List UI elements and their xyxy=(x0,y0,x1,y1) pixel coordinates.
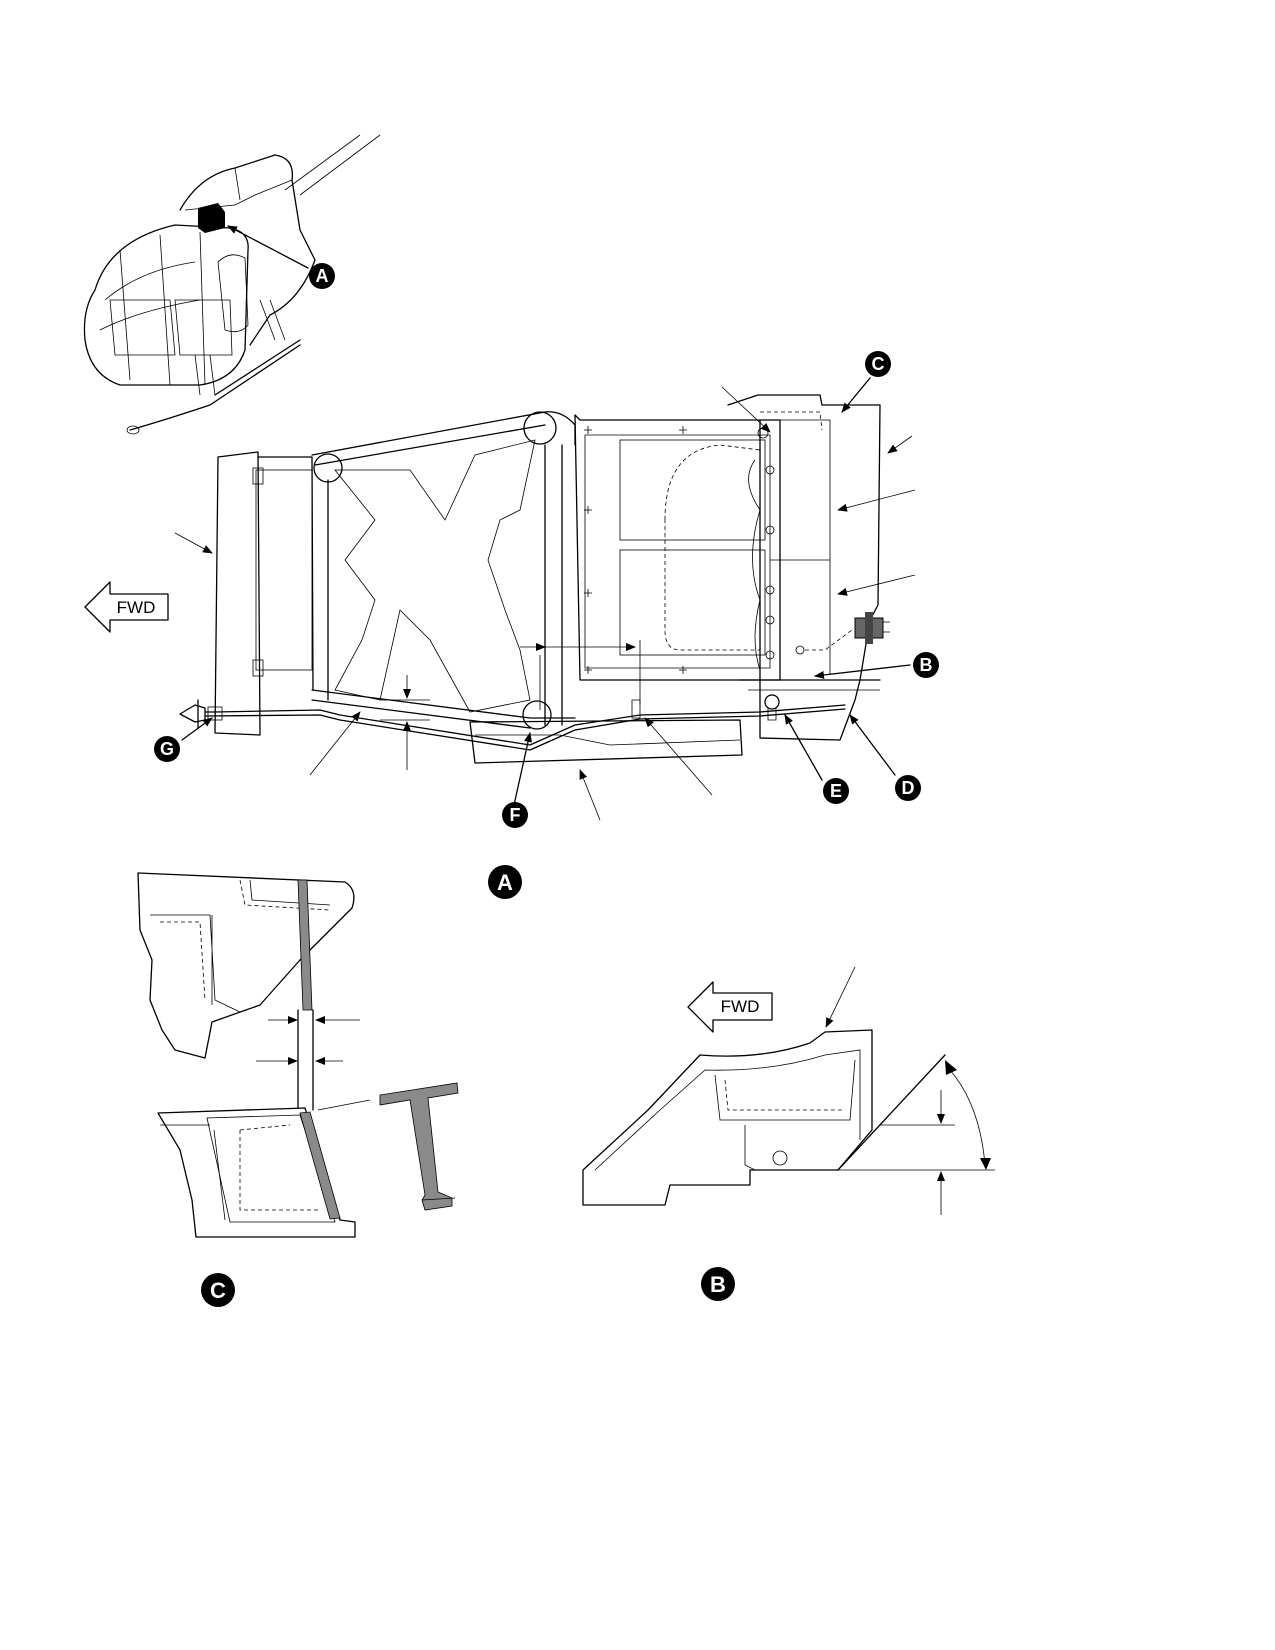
callout-g-main: G xyxy=(154,736,180,762)
fwd-arrow-detail-b: FWD xyxy=(687,981,773,1033)
main-view-a: FWD xyxy=(84,351,939,899)
callout-b-main: B xyxy=(913,652,939,678)
callout-d-label: D xyxy=(902,778,915,798)
fwd-arrow-main: FWD xyxy=(84,581,169,633)
callout-a-overview: A xyxy=(309,263,335,289)
callout-f-main: F xyxy=(502,802,528,828)
view-b-text: B xyxy=(710,1272,726,1297)
callout-b-label: B xyxy=(920,655,933,675)
view-a-label: A xyxy=(488,865,522,899)
callout-c-label: C xyxy=(872,354,885,374)
view-c-label: C xyxy=(201,1273,235,1307)
callout-c-main: C xyxy=(865,351,891,377)
callout-e-label: E xyxy=(830,781,842,801)
helicopter-overview: A xyxy=(83,134,381,435)
callout-a-label: A xyxy=(316,266,329,286)
view-b-label: B xyxy=(701,1267,735,1301)
view-a-text: A xyxy=(497,870,513,895)
fwd-label-detail-b: FWD xyxy=(721,997,760,1016)
callout-g-label: G xyxy=(160,739,174,759)
detail-c: C xyxy=(137,872,459,1307)
callout-d-main: D xyxy=(895,775,921,801)
view-c-text: C xyxy=(210,1278,226,1303)
fwd-label-main: FWD xyxy=(117,598,156,617)
connector-component xyxy=(805,612,890,651)
detail-b: FWD B xyxy=(582,966,995,1301)
callout-e-main: E xyxy=(823,778,849,804)
callout-f-label: F xyxy=(510,805,521,825)
